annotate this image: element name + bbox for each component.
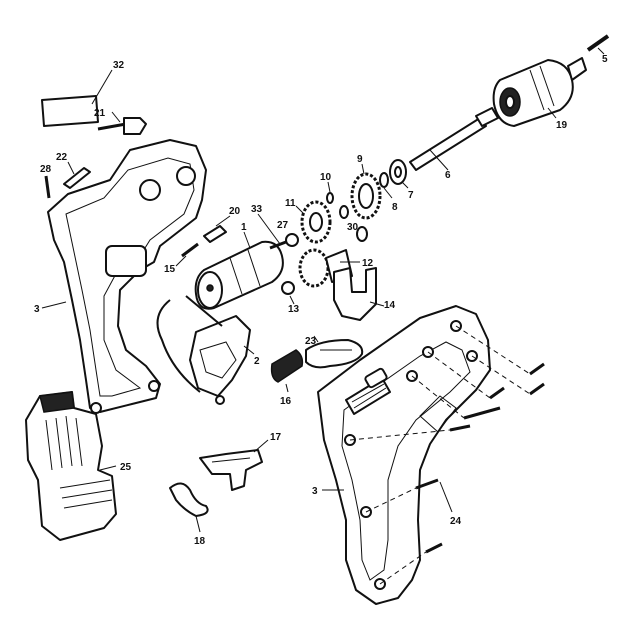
part-gearbox-housing bbox=[333, 267, 385, 321]
callout-5: 5 bbox=[602, 54, 608, 65]
part-battery-pack bbox=[25, 391, 117, 541]
part-chuck-screw bbox=[586, 34, 610, 55]
part-pinion bbox=[257, 213, 287, 250]
callout-28: 28 bbox=[40, 164, 52, 175]
part-bushing-small bbox=[281, 281, 295, 305]
part-spindle-washer bbox=[379, 172, 393, 199]
part-bushing bbox=[285, 233, 299, 247]
callout-21: 21 bbox=[94, 108, 106, 119]
callout-9: 9 bbox=[357, 154, 363, 165]
part-spindle bbox=[409, 107, 499, 171]
part-reverse-button bbox=[270, 349, 304, 393]
callout-11: 11 bbox=[285, 198, 296, 209]
callout-1: 1 bbox=[241, 222, 247, 233]
part-housing-screws bbox=[349, 325, 545, 585]
callout-24: 24 bbox=[450, 516, 462, 527]
part-housing-left bbox=[41, 139, 207, 414]
part-gear-carrier bbox=[298, 248, 360, 288]
part-brush-holder bbox=[203, 215, 231, 243]
part-planet-gear bbox=[295, 200, 332, 244]
callout-23: 23 bbox=[305, 336, 317, 347]
callout-2: 2 bbox=[254, 356, 260, 367]
callout-25: 25 bbox=[120, 462, 132, 473]
callout-27: 27 bbox=[277, 220, 289, 231]
part-chuck bbox=[492, 57, 587, 127]
part-ring-gear bbox=[350, 163, 382, 220]
callout-30: 30 bbox=[347, 222, 359, 233]
callout-14: 14 bbox=[384, 300, 396, 311]
callout-32: 32 bbox=[113, 60, 125, 71]
callout-6: 6 bbox=[445, 170, 451, 181]
callout-22: 22 bbox=[56, 152, 68, 163]
callout-20: 20 bbox=[229, 206, 241, 217]
part-spring-clip bbox=[169, 482, 209, 533]
callout-18: 18 bbox=[194, 536, 206, 547]
part-bit bbox=[63, 161, 91, 189]
callout-10: 10 bbox=[320, 172, 332, 183]
callout-8: 8 bbox=[392, 202, 398, 213]
callout-7: 7 bbox=[408, 190, 414, 201]
part-bearing bbox=[389, 159, 409, 189]
callout-3-right: 3 bbox=[312, 486, 318, 497]
callout-15: 15 bbox=[164, 264, 176, 275]
part-shaft-pin bbox=[326, 181, 334, 204]
part-terminal-clip bbox=[199, 439, 269, 491]
part-pin bbox=[44, 175, 51, 199]
callout-33: 33 bbox=[251, 204, 263, 215]
callout-3-left: 3 bbox=[34, 304, 40, 315]
part-label-card bbox=[41, 69, 113, 127]
part-spring bbox=[175, 242, 199, 267]
part-chuck-key bbox=[97, 111, 147, 135]
part-switch-spring bbox=[305, 335, 364, 369]
part-motor bbox=[194, 231, 284, 310]
callout-17: 17 bbox=[270, 432, 282, 443]
callout-labels: 32 21 22 28 3 20 1 33 15 2 16 23 27 13 1… bbox=[34, 54, 608, 547]
callout-13: 13 bbox=[288, 304, 300, 315]
callout-16: 16 bbox=[280, 396, 292, 407]
part-switch-assembly bbox=[156, 295, 255, 405]
part-washer bbox=[339, 205, 368, 242]
callout-19: 19 bbox=[556, 120, 568, 131]
callout-12: 12 bbox=[362, 258, 374, 269]
